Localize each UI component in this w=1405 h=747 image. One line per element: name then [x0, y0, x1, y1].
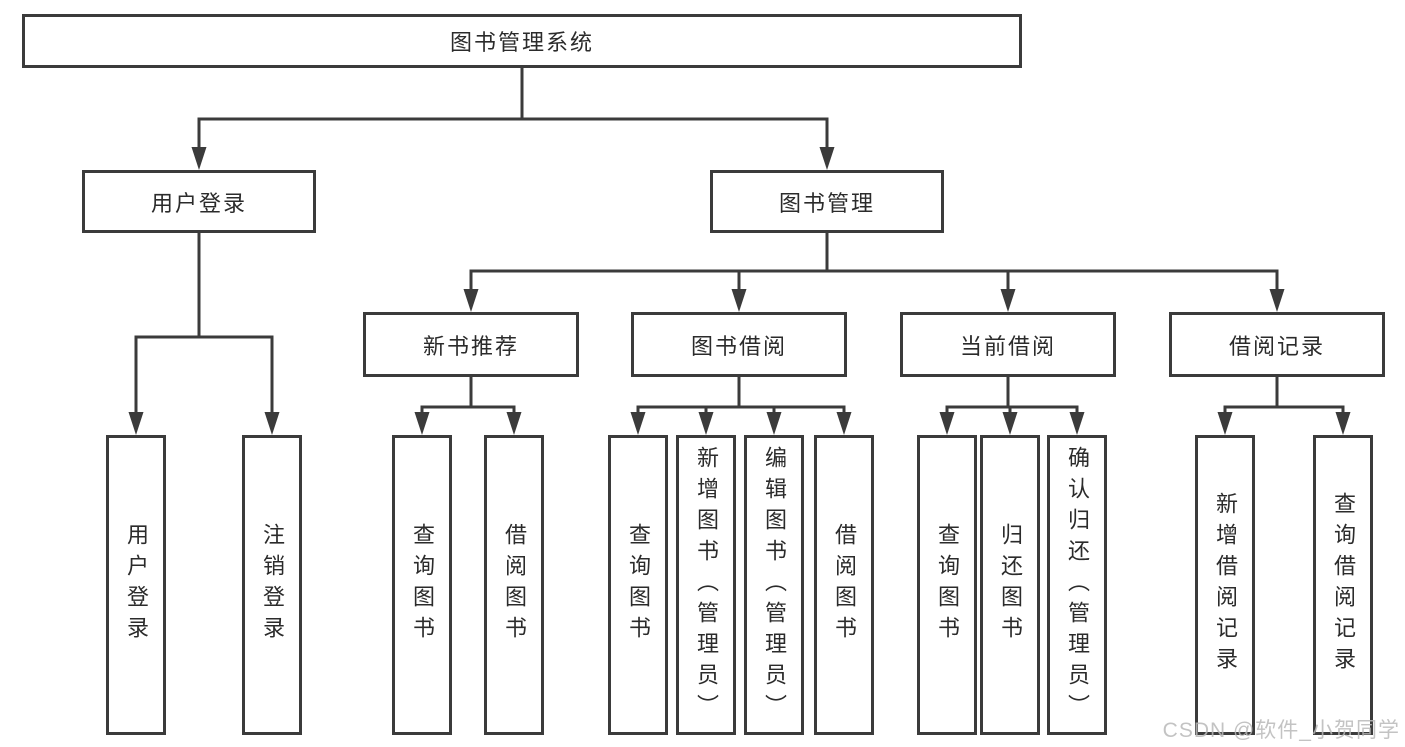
leaf-edit-book-admin: 编辑图书（管理员）	[744, 435, 804, 735]
leaf-logout-label: 注销登录	[260, 523, 285, 647]
node-borrowing-records-label: 借阅记录	[1228, 333, 1325, 359]
leaf-borrow-book-label: 借阅图书	[832, 523, 857, 647]
leaf-return-book-label: 归还图书	[998, 523, 1023, 647]
leaf-borrow-books-recommend-label: 借阅图书	[502, 523, 527, 647]
leaf-query-borrow-record-label: 查询借阅记录	[1331, 492, 1356, 678]
leaf-add-borrow-record: 新增借阅记录	[1195, 435, 1255, 735]
leaf-borrow-books-recommend: 借阅图书	[484, 435, 544, 735]
leaf-add-book-admin-label: 新增图书（管理员）	[694, 445, 719, 725]
leaf-add-borrow-record-label: 新增借阅记录	[1213, 492, 1238, 678]
leaf-add-book-admin: 新增图书（管理员）	[676, 435, 736, 735]
node-root: 图书管理系统	[22, 14, 1022, 68]
leaf-return-book: 归还图书	[980, 435, 1040, 735]
node-current-borrowing-label: 当前借阅	[959, 333, 1056, 359]
leaf-confirm-return-admin-label: 确认归还（管理员）	[1065, 445, 1090, 725]
node-new-book-recommendation: 新书推荐	[363, 312, 579, 377]
leaf-query-books-current-label: 查询图书	[935, 523, 960, 647]
leaf-user-login-label: 用户登录	[124, 523, 149, 647]
leaf-query-books-current: 查询图书	[917, 435, 977, 735]
node-new-book-recommendation-label: 新书推荐	[422, 333, 519, 359]
leaf-edit-book-admin-label: 编辑图书（管理员）	[762, 445, 787, 725]
leaf-logout: 注销登录	[242, 435, 302, 735]
node-book-borrowing-label: 图书借阅	[690, 333, 787, 359]
node-book-management-label: 图书管理	[778, 190, 875, 216]
node-current-borrowing: 当前借阅	[900, 312, 1116, 377]
leaf-borrow-book: 借阅图书	[814, 435, 874, 735]
leaf-query-books-recommend-label: 查询图书	[410, 523, 435, 647]
node-borrowing-records: 借阅记录	[1169, 312, 1385, 377]
node-user-login: 用户登录	[82, 170, 316, 233]
node-root-label: 图书管理系统	[449, 30, 594, 55]
leaf-query-books-recommend: 查询图书	[392, 435, 452, 735]
node-user-login-label: 用户登录	[150, 190, 247, 216]
leaf-query-books-borrowing-label: 查询图书	[626, 523, 651, 647]
node-book-management: 图书管理	[710, 170, 944, 233]
leaf-confirm-return-admin: 确认归还（管理员）	[1047, 435, 1107, 735]
leaf-query-books-borrowing: 查询图书	[608, 435, 668, 735]
leaf-query-borrow-record: 查询借阅记录	[1313, 435, 1373, 735]
node-book-borrowing: 图书借阅	[631, 312, 847, 377]
leaf-user-login: 用户登录	[106, 435, 166, 735]
watermark: CSDN @软件_小贺同学	[1162, 719, 1400, 742]
